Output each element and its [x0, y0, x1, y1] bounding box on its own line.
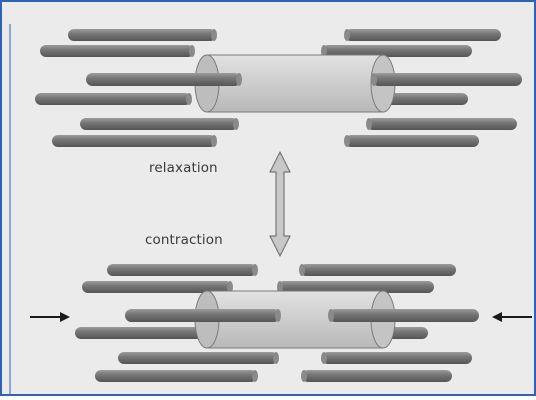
filament: [277, 281, 434, 293]
filament: [321, 352, 472, 364]
contracted-left-filaments: [75, 264, 279, 382]
filament: [125, 309, 281, 322]
filament: [107, 264, 258, 276]
filament: [344, 29, 501, 41]
filament: [82, 281, 233, 293]
filament: [35, 93, 192, 105]
relaxation-label: relaxation: [149, 160, 218, 176]
filament: [80, 118, 239, 130]
filament: [321, 45, 472, 57]
filament: [86, 73, 242, 86]
relaxed-left-filaments: [35, 29, 239, 147]
relaxed-state: [35, 29, 522, 147]
filament: [68, 29, 217, 41]
filament: [299, 264, 456, 276]
left-pointing-arrow-icon: [492, 312, 532, 322]
relaxed-inner-filaments: [86, 73, 522, 86]
contracted-state: [75, 264, 479, 382]
filament: [366, 118, 517, 130]
double-headed-vertical-arrow-icon: [269, 151, 291, 257]
filament: [52, 135, 217, 147]
filament: [40, 45, 195, 57]
filament: [328, 309, 479, 322]
filament: [371, 73, 522, 86]
right-pointing-arrow-icon: [30, 312, 70, 322]
contracted-inner-filaments: [125, 309, 479, 322]
contraction-label: contraction: [145, 232, 223, 248]
filament: [344, 135, 479, 147]
relaxed-right-filaments: [321, 29, 517, 147]
filament: [95, 370, 258, 382]
filament: [301, 370, 452, 382]
filament: [118, 352, 279, 364]
